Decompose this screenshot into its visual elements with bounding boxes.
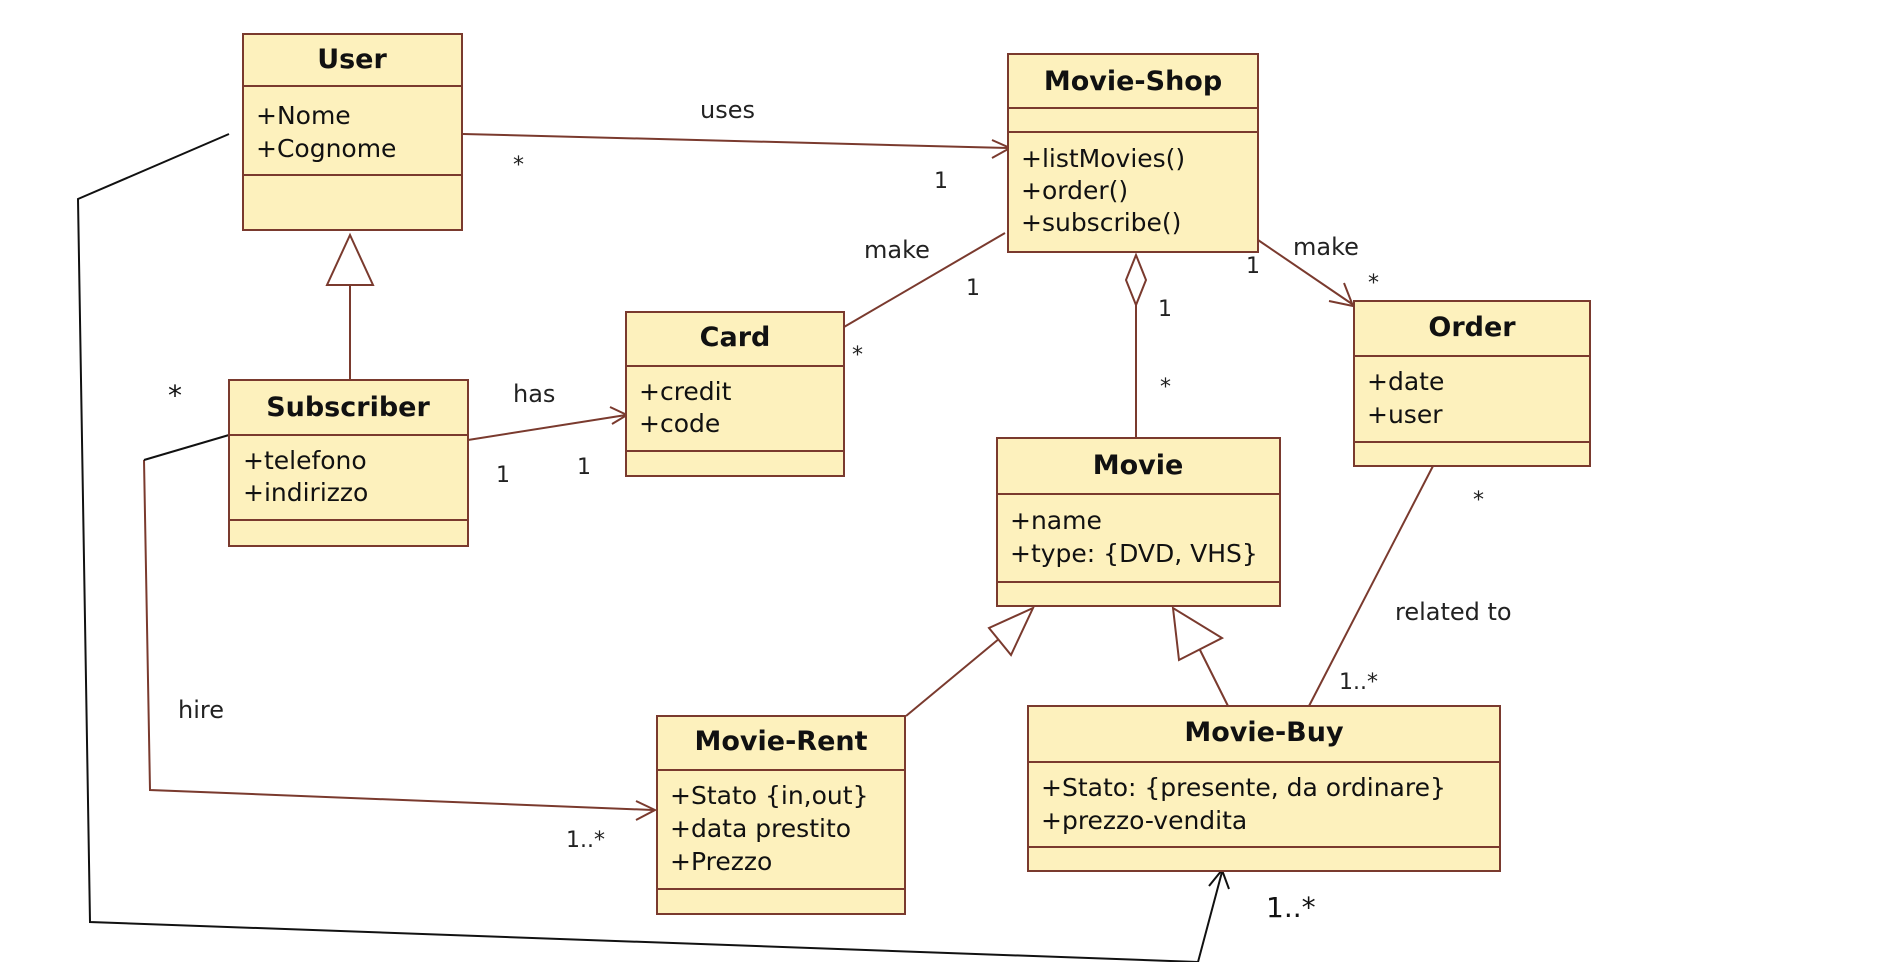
class-movie-buy-box — [1027, 705, 1501, 872]
class-movie-rent-attr-prezzo: +Prezzo — [670, 847, 772, 876]
uses-source-mult: * — [513, 153, 524, 178]
user-buy-mult: 1..* — [1266, 891, 1316, 924]
related-to-line — [1308, 465, 1434, 707]
order-make-label: make — [1293, 233, 1359, 261]
class-order-name: Order — [1428, 312, 1516, 343]
class-card[interactable]: Card +credit +code — [625, 311, 845, 477]
association-uses — [462, 133, 1013, 159]
class-movie[interactable]: Movie +name +type: {DVD, VHS} — [996, 437, 1281, 607]
gen-rent-triangle — [987, 605, 1036, 657]
class-order[interactable]: Order +date +user — [1353, 300, 1591, 467]
generalization-subscriber-user — [325, 232, 375, 380]
class-movie-rent-attr-data-prestito: +data prestito — [670, 814, 851, 843]
hire-subscriber-mult: * — [168, 379, 182, 412]
uses-line — [462, 133, 1009, 149]
hire-line — [143, 459, 654, 811]
has-card-mult: 1 — [577, 455, 591, 480]
class-movie-buy-attr-stato: +Stato: {presente, da ordinare} — [1041, 773, 1446, 802]
uses-label: uses — [700, 96, 755, 124]
class-movie-shop-name: Movie-Shop — [1044, 66, 1222, 97]
generalization-buy-movie — [1171, 606, 1229, 707]
class-movie-shop-method-listmovies: +listMovies() — [1021, 144, 1185, 173]
association-hire — [143, 459, 658, 821]
class-movie-shop-method-order: +order() — [1021, 176, 1128, 205]
gen-buy-triangle — [1171, 606, 1225, 662]
class-card-name: Card — [700, 322, 771, 353]
hire-label: hire — [178, 696, 224, 724]
class-movie-buy-name: Movie-Buy — [1184, 717, 1344, 748]
class-subscriber-attr-telefono: +telefono — [243, 446, 367, 475]
gen-subscriber-triangle — [325, 232, 375, 286]
uses-target-mult: 1 — [934, 169, 948, 194]
class-movie-rent-box — [656, 715, 906, 915]
class-movie-rent-attr-stato: +Stato {in,out} — [670, 781, 868, 810]
class-card-attr-credit: +credit — [639, 377, 732, 406]
class-user-attr-nome: +Nome — [256, 101, 351, 130]
class-order-attr-user: +user — [1367, 400, 1443, 429]
card-make-label: make — [864, 236, 930, 264]
hand-line-subscriber — [143, 434, 230, 461]
association-aggregation — [1124, 252, 1148, 438]
class-movie-buy[interactable]: Movie-Buy +Stato: {presente, da ordinare… — [1027, 705, 1501, 872]
class-movie-rent[interactable]: Movie-Rent +Stato {in,out} +data prestit… — [656, 715, 906, 915]
class-subscriber-box — [228, 379, 469, 547]
hire-arrowhead — [635, 800, 658, 821]
class-user-name: User — [317, 44, 387, 75]
class-movie-shop[interactable]: Movie-Shop +listMovies() +order() +subsc… — [1007, 53, 1259, 253]
association-has — [467, 406, 630, 441]
class-movie-name: Movie — [1093, 450, 1184, 481]
aggregation-movie-mult: * — [1160, 375, 1171, 400]
card-make-card-mult: * — [852, 343, 863, 368]
class-user-attr-cognome: +Cognome — [256, 134, 396, 163]
order-make-order-mult: * — [1368, 271, 1379, 296]
class-user[interactable]: User +Nome +Cognome — [242, 33, 463, 231]
class-movie-rent-name: Movie-Rent — [694, 726, 867, 757]
aggregation-diamond — [1124, 252, 1148, 308]
card-make-shop-mult: 1 — [966, 276, 980, 301]
class-card-attr-code: +code — [639, 409, 720, 438]
related-to-buy-mult: 1..* — [1339, 670, 1378, 695]
order-make-shop-mult: 1 — [1246, 254, 1260, 279]
class-order-box — [1353, 300, 1591, 467]
class-movie-shop-method-subscribe: +subscribe() — [1021, 208, 1181, 237]
hand-line-user-buy — [76, 133, 1223, 962]
class-movie-shop-box — [1007, 53, 1259, 253]
generalization-rent-movie — [905, 605, 1036, 717]
has-subscriber-mult: 1 — [496, 463, 510, 488]
related-to-label: related to — [1395, 598, 1512, 626]
class-user-box — [242, 33, 463, 231]
class-movie-attr-name: +name — [1010, 506, 1102, 535]
class-movie-attr-type: +type: {DVD, VHS} — [1010, 539, 1258, 568]
has-line — [467, 414, 627, 441]
order-make-line — [1257, 239, 1353, 305]
class-movie-box — [996, 437, 1281, 607]
gen-rent-line — [905, 637, 1001, 717]
card-make-line — [843, 232, 1006, 328]
has-label: has — [513, 380, 555, 408]
class-movie-buy-attr-prezzo-vendita: +prezzo-vendita — [1041, 806, 1247, 835]
class-subscriber[interactable]: Subscriber +telefono +indirizzo — [228, 379, 469, 547]
class-subscriber-attr-indirizzo: +indirizzo — [243, 478, 368, 507]
aggregation-shop-mult: 1 — [1158, 297, 1172, 322]
hire-rent-mult: 1..* — [566, 828, 605, 853]
gen-buy-line — [1195, 641, 1229, 707]
class-subscriber-name: Subscriber — [266, 392, 430, 423]
class-order-attr-date: +date — [1367, 367, 1444, 396]
class-card-box — [625, 311, 845, 477]
related-to-order-mult: * — [1473, 488, 1484, 513]
